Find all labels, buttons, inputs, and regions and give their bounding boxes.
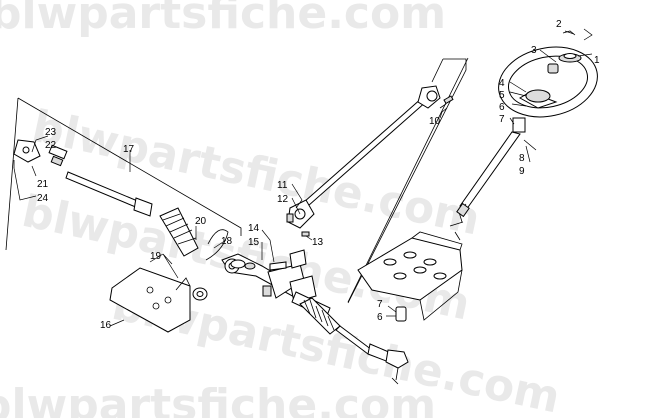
collar-lower: [395, 306, 407, 322]
hub-cap: [547, 30, 582, 74]
right-boot: [299, 297, 373, 355]
left-tie-rod: [13, 139, 153, 217]
callout-17: 17: [123, 144, 135, 155]
column-bracket-box: [347, 58, 467, 304]
spacer-7: [512, 117, 526, 133]
callouts: 1 2 3 4 5 6 7 8 9 10 11 12 13 14 15 16 1…: [37, 19, 600, 331]
callout-18: 18: [221, 236, 233, 247]
boot-clamp: [205, 229, 229, 261]
callout-9: 9: [519, 166, 525, 177]
key-8: [523, 139, 537, 151]
steering-column: [456, 131, 521, 223]
callout-13: 13: [312, 237, 324, 248]
callout-2: 2: [556, 19, 562, 30]
watermark-top: blwpartsfiche.com: [0, 0, 446, 39]
left-boot: [159, 207, 199, 257]
callout-3: 3: [531, 45, 537, 56]
callout-6-lower: 6: [377, 312, 383, 323]
callout-1: 1: [594, 55, 600, 66]
callout-21: 21: [37, 179, 49, 190]
callout-15: 15: [248, 237, 260, 248]
callout-19: 19: [150, 251, 162, 262]
callout-7: 7: [499, 114, 505, 125]
intermediate-shaft: [286, 85, 454, 237]
callout-5: 5: [499, 90, 505, 101]
right-tie-rod: [367, 343, 409, 385]
callout-6: 6: [499, 102, 505, 113]
watermark-bottom: blwpartsfiche.com: [0, 380, 436, 418]
callout-11: 11: [277, 180, 288, 191]
bushing: [192, 287, 208, 301]
callout-23: 23: [45, 127, 57, 138]
callout-8: 8: [519, 153, 525, 164]
callout-20: 20: [195, 216, 207, 227]
rack-box: [5, 97, 242, 251]
frame-bracket: [357, 221, 464, 321]
steering-wheel: [498, 46, 598, 118]
callout-4: 4: [499, 78, 505, 89]
callout-12: 12: [277, 194, 289, 205]
callout-14: 14: [248, 223, 260, 234]
callout-24: 24: [37, 193, 49, 204]
callout-22: 22: [45, 140, 57, 151]
leader-lines: [13, 28, 593, 327]
watermark-group: blwpartsfiche.com blwpartsfiche.com blwp…: [0, 0, 564, 418]
mounting-plate: [109, 267, 191, 333]
callout-7-lower: 7: [377, 299, 383, 310]
mount-hardware: [230, 259, 287, 271]
callout-10: 10: [429, 116, 441, 127]
callout-16: 16: [100, 320, 112, 331]
